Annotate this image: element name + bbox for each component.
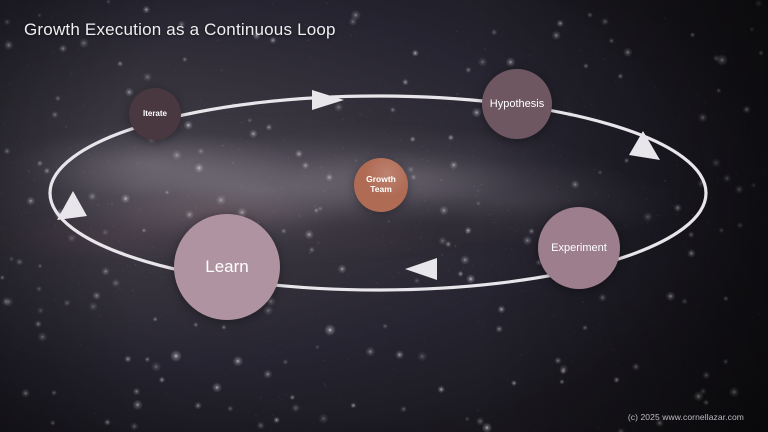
- loop-node-growth-team[interactable]: Growth Team: [354, 158, 408, 212]
- loop-node-iterate[interactable]: Iterate: [129, 88, 181, 140]
- arrow-right-icon: [629, 131, 660, 160]
- arrow-bottom-icon: [405, 258, 437, 280]
- loop-node-learn-label: Learn: [205, 257, 249, 277]
- loop-node-experiment-label: Experiment: [551, 241, 607, 254]
- loop-node-experiment[interactable]: Experiment: [538, 207, 620, 289]
- page-title: Growth Execution as a Continuous Loop: [24, 20, 336, 39]
- arrow-left-icon: [57, 191, 87, 220]
- loop-node-learn[interactable]: Learn: [174, 214, 280, 320]
- loop-node-hypothesis-label: Hypothesis: [489, 97, 545, 110]
- loop-node-growth-team-label-line2: Team: [370, 184, 392, 194]
- loop-node-growth-team-label-line1: Growth: [366, 174, 396, 185]
- loop-ellipse-group: [48, 94, 708, 292]
- loop-arrowheads: [57, 90, 660, 280]
- copyright-credit: (c) 2025 www.cornellazar.com: [627, 412, 744, 422]
- loop-node-hypothesis[interactable]: Hypothesis: [482, 69, 552, 139]
- arrow-top-icon: [312, 90, 344, 110]
- loop-node-iterate-label: Iterate: [142, 108, 167, 118]
- loop-ellipse-path: [48, 94, 708, 292]
